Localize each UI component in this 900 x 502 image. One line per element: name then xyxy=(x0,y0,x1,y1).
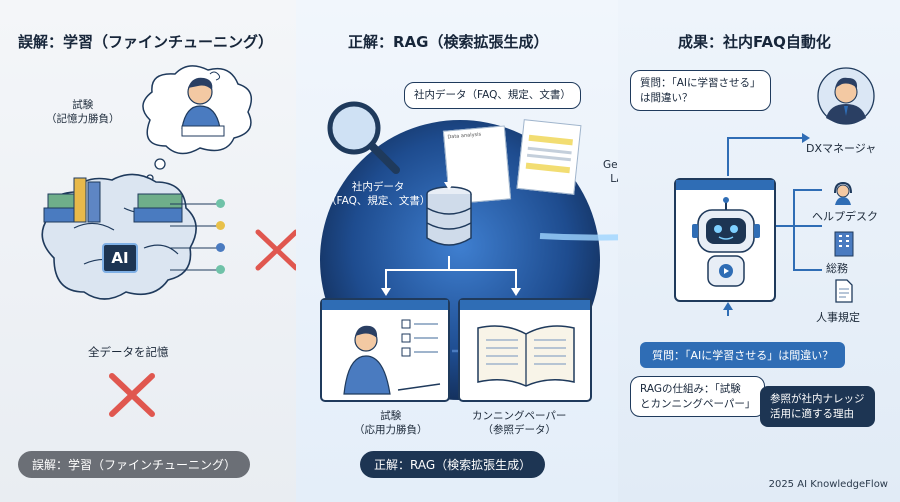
distribution-connectors xyxy=(723,133,822,316)
neural-connections xyxy=(170,203,218,271)
cheatsheet-window xyxy=(458,298,592,402)
general-affairs-label: 総務 xyxy=(826,262,848,275)
dx-manager-avatar-icon xyxy=(817,67,875,125)
outcome-title: 成果：社内FAQ自動化 xyxy=(678,33,831,51)
exam-window xyxy=(320,298,450,402)
misconception-title: 誤解：学習（ファインチューニング） xyxy=(18,33,274,51)
document-header: Data analysis xyxy=(447,131,482,141)
wrong-cross-icon xyxy=(109,373,155,417)
outcome-panel: 成果：社内FAQ自動化 質問：「AIに学習させる」 は間違い？ DXマネージャ xyxy=(618,0,900,502)
dx-manager-label: DXマネージャ xyxy=(806,142,877,155)
data-search-bubble: 社内データ（FAQ、規定、文書） xyxy=(404,82,581,109)
misconception-panel: 誤解：学習（ファインチューニング） 試験 （記憶力勝負） AI 全 xyxy=(0,0,296,502)
cheatsheet-label: カンニングペーパー （参照データ） xyxy=(472,410,567,437)
stressed-student-icon xyxy=(181,71,225,137)
node-dot xyxy=(216,199,225,208)
ai-chip-icon: AI xyxy=(102,243,138,273)
helpdesk-label: ヘルプデスク xyxy=(812,210,878,223)
student-writing-icon xyxy=(343,319,441,395)
misconception-pill: 誤解：学習（ファインチューニング） xyxy=(18,451,251,478)
rag-mechanism-bubble: RAGの仕組み：「試験 とカンニングペーパー」 xyxy=(630,376,766,418)
node-dot xyxy=(216,243,225,252)
wrong-cross-icon-center xyxy=(255,229,299,271)
rag-pill: 正解：RAG（検索拡張生成） xyxy=(360,451,546,478)
ai-assistant-window xyxy=(674,178,776,302)
database-icon xyxy=(426,186,472,246)
magnifier-icon xyxy=(327,101,400,174)
question-bubble: 質問：「AIに学習させる」 は間違い？ xyxy=(630,70,771,112)
document-icon xyxy=(835,279,853,303)
rag-panel: 正解：RAG（検索拡張生成） 社内データ（FAQ、規定、文書） Data ana… xyxy=(296,0,618,502)
hr-rules-label: 人事規定 xyxy=(816,311,860,324)
exam-memory-label: 試験 （記憶力勝負） xyxy=(46,99,120,126)
open-book-icon xyxy=(477,325,575,387)
node-dot xyxy=(216,265,225,274)
exam-applied-label: 試験 （応用力勝負） xyxy=(354,410,428,437)
reason-callout: 参照が社内ナレッジ 活用に適する理由 xyxy=(760,386,875,428)
headset-icon xyxy=(834,181,852,205)
footer-credit: 2025 AI KnowledgeFlow xyxy=(768,479,888,490)
robot-icon xyxy=(692,197,760,287)
brain-icon xyxy=(41,173,197,300)
internal-data-label: 社内データ （FAQ、規定、文書） xyxy=(326,181,431,208)
node-dot xyxy=(216,221,225,230)
building-icon xyxy=(834,231,854,257)
flow-arrows xyxy=(381,170,521,296)
memorize-all-label: 全データを記憶 xyxy=(88,345,169,359)
question-banner: 質問：「AIに学習させる」は間違い？ xyxy=(640,342,846,368)
rag-title: 正解：RAG（検索拡張生成） xyxy=(348,33,549,51)
